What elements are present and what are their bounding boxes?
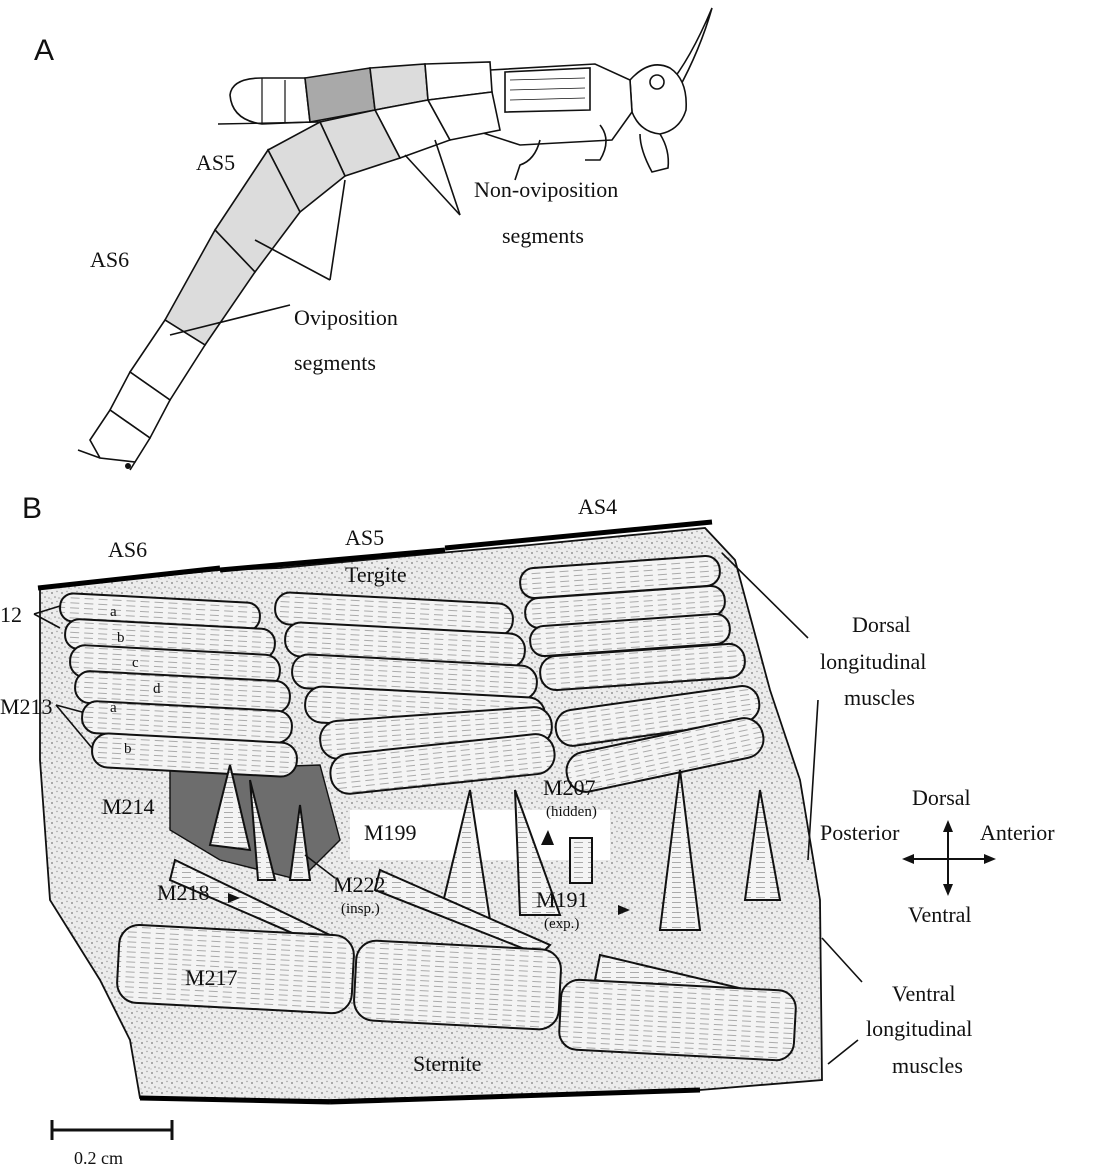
label-m217: M217	[185, 965, 238, 990]
label-ventral-3: muscles	[892, 1053, 963, 1078]
label-m191-note: (exp.)	[544, 916, 579, 932]
label-m213: M213	[0, 694, 53, 719]
muscle-ventral-as5	[353, 940, 562, 1031]
label-ovi-1: Oviposition	[294, 305, 398, 330]
label-ventral-1: Ventral	[892, 981, 956, 1006]
muscle-letter-a1: a	[110, 604, 117, 620]
compass-posterior: Posterior	[820, 820, 900, 845]
label-m222-note: (insp.)	[341, 901, 380, 917]
label-m222: M222	[333, 872, 386, 897]
compass-down-arrow-icon	[943, 884, 953, 896]
label-non-ovi-2: segments	[502, 223, 584, 248]
muscle-letter-d: d	[153, 681, 161, 697]
scale-bar: 0.2 cm	[52, 1120, 172, 1168]
label-m199: M199	[364, 820, 417, 845]
compass-right-arrow-icon	[984, 854, 996, 864]
panel-a: A	[34, 8, 712, 470]
label-non-ovi-1: Non-oviposition	[474, 177, 618, 202]
label-m191: M191	[536, 887, 589, 912]
muscle-letter-a2: a	[110, 700, 117, 716]
label-as6-b: AS6	[108, 537, 147, 562]
compass-up-arrow-icon	[943, 820, 953, 832]
label-dorsal-3: muscles	[844, 685, 915, 710]
label-m212: 12	[0, 602, 22, 627]
label-ventral-2: longitudinal	[866, 1016, 972, 1041]
insect-drawing	[78, 8, 712, 470]
label-m207-note: (hidden)	[546, 804, 597, 820]
compass-ventral: Ventral	[908, 902, 972, 927]
thorax-shape	[480, 64, 632, 145]
label-as5-a: AS5	[196, 150, 235, 175]
leg-2-shape	[515, 140, 540, 180]
panel-b: B	[0, 492, 1055, 1168]
label-m218: M218	[157, 880, 210, 905]
panel-b-letter: B	[22, 492, 42, 525]
label-dorsal-2: longitudinal	[820, 649, 926, 674]
small-muscle-block	[570, 838, 592, 883]
label-as6-a: AS6	[90, 247, 129, 272]
muscle-letter-b1: b	[117, 630, 125, 646]
compass-anterior: Anterior	[980, 820, 1055, 845]
abdomen-tip-segment	[230, 78, 310, 124]
label-tergite: Tergite	[345, 562, 407, 587]
compass-left-arrow-icon	[902, 854, 914, 864]
muscle-ventral-as4	[558, 979, 796, 1061]
label-m214: M214	[102, 794, 155, 819]
compass-dorsal: Dorsal	[912, 785, 971, 810]
label-sternite: Sternite	[413, 1051, 481, 1076]
muscle-letter-c: c	[132, 655, 139, 671]
muscle-letter-b2: b	[124, 741, 132, 757]
label-dorsal-1: Dorsal	[852, 612, 911, 637]
panel-a-letter: A	[34, 34, 54, 67]
label-as4-b: AS4	[578, 494, 617, 519]
label-ovi-2: segments	[294, 350, 376, 375]
mouthpart-shape	[640, 134, 668, 172]
label-as5-b: AS5	[345, 525, 384, 550]
orientation-compass: Dorsal Ventral Posterior Anterior	[820, 785, 1055, 927]
scale-bar-label: 0.2 cm	[74, 1148, 123, 1168]
label-m207: M207	[543, 775, 596, 800]
